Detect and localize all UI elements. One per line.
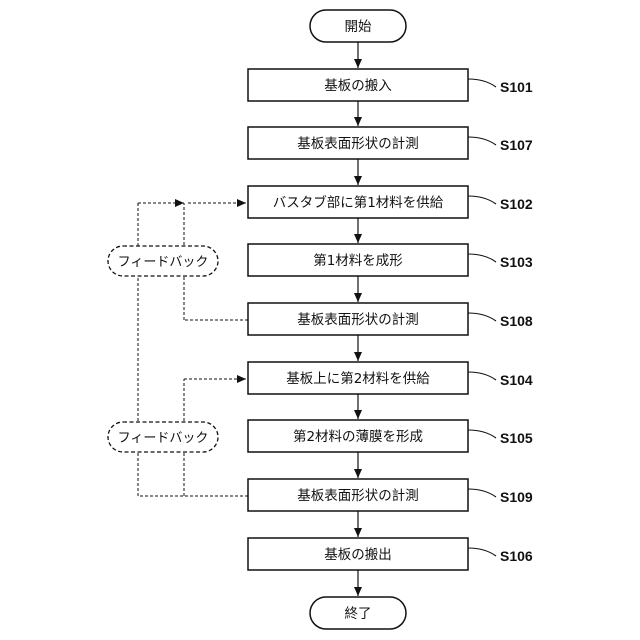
step-box-s109: 基板表面形状の計測 xyxy=(248,479,468,511)
step-code: S109 xyxy=(500,489,533,505)
end-terminal: 終了 xyxy=(310,597,406,629)
step-box-s101: 基板の搬入 xyxy=(248,69,468,101)
step-code: S106 xyxy=(500,548,533,564)
start-terminal: 開始 xyxy=(310,10,406,42)
step-code: S108 xyxy=(500,313,533,329)
step-code: S104 xyxy=(500,372,533,388)
step-label: 基板表面形状の計測 xyxy=(297,135,419,152)
step-box-s106: 基板の搬出 xyxy=(248,538,468,570)
step-code-leaders xyxy=(468,79,496,556)
step-label: 基板上に第2材料を供給 xyxy=(286,370,430,387)
step-label: 基板の搬出 xyxy=(324,546,392,563)
step-label: 第1材料を成形 xyxy=(313,252,403,269)
step-box-s108: 基板表面形状の計測 xyxy=(248,303,468,335)
step-label: 第2材料の薄膜を形成 xyxy=(293,428,423,445)
step-code: S107 xyxy=(500,137,533,153)
step-label: 基板表面形状の計測 xyxy=(297,487,419,504)
step-label: 基板表面形状の計測 xyxy=(297,311,419,328)
step-box-s104: 基板上に第2材料を供給 xyxy=(248,362,468,394)
step-box-s102: バスタブ部に第1材料を供給 xyxy=(248,186,468,218)
step-label: バスタブ部に第1材料を供給 xyxy=(273,194,444,211)
step-box-s103: 第1材料を成形 xyxy=(248,244,468,276)
end-label: 終了 xyxy=(345,606,372,622)
step-box-s107: 基板表面形状の計測 xyxy=(248,127,468,159)
feedback-node-2: フィードバック xyxy=(108,422,218,452)
step-code: S105 xyxy=(500,430,533,446)
step-box-s105: 第2材料の薄膜を形成 xyxy=(248,420,468,452)
start-label: 開始 xyxy=(345,19,372,35)
step-code: S103 xyxy=(500,254,533,270)
step-code: S101 xyxy=(500,79,533,95)
feedback-label: フィードバック xyxy=(118,431,209,446)
feedback-label: フィードバック xyxy=(118,255,209,270)
feedback-node-1: フィードバック xyxy=(108,246,218,276)
step-code: S102 xyxy=(500,196,533,212)
step-label: 基板の搬入 xyxy=(324,77,392,94)
